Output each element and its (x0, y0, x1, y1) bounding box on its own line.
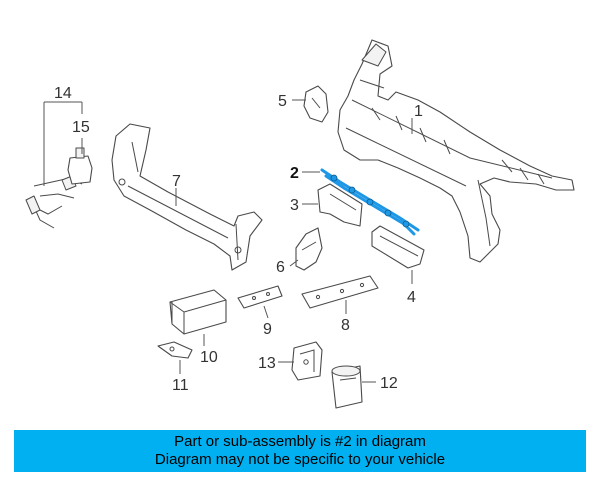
part-10-box-bracket[interactable] (169, 289, 227, 335)
callout-11: 11 (172, 377, 189, 394)
callout-12: 12 (380, 375, 398, 392)
callout-15: 15 (72, 119, 90, 136)
part-6-bracket[interactable] (295, 227, 323, 271)
banner-line-2: Diagram may not be specific to your vehi… (154, 451, 446, 468)
callout-9: 9 (263, 321, 272, 338)
part-4-bracket[interactable] (371, 225, 425, 269)
part-7-crossmember[interactable] (111, 123, 263, 271)
callout-14: 14 (54, 85, 72, 102)
callout-7: 7 (172, 173, 181, 190)
part-8-plate[interactable] (301, 275, 379, 309)
callout-labels: 1 2 3 4 5 6 7 8 9 10 11 12 13 14 15 (54, 85, 423, 394)
callout-2: 2 (290, 165, 299, 182)
part-2-bracket-highlighted[interactable] (320, 168, 420, 236)
info-banner: Part or sub-assembly is #2 in diagram Di… (14, 430, 586, 472)
part-13-latch-bracket[interactable] (291, 341, 323, 381)
callout-6: 6 (276, 259, 285, 276)
part-12-insulator[interactable] (331, 365, 363, 409)
callout-8: 8 (341, 317, 350, 334)
callout-4: 4 (407, 289, 416, 306)
callout-13: 13 (258, 355, 276, 372)
leader-lines (43, 99, 413, 383)
parts-diagram: 1 2 3 4 5 6 7 8 9 10 11 12 13 14 15 (25, 39, 575, 409)
part-11-mount[interactable] (157, 341, 193, 359)
part-15-connector[interactable] (67, 147, 93, 185)
part-1-radiator-support[interactable] (337, 39, 575, 263)
callout-5: 5 (278, 93, 287, 110)
part-14-wiring-harness[interactable] (25, 175, 83, 229)
callout-10: 10 (200, 349, 218, 366)
part-9-plate[interactable] (237, 285, 283, 309)
callout-1: 1 (414, 103, 423, 120)
callout-3: 3 (290, 197, 299, 214)
part-5-bracket[interactable] (303, 85, 329, 123)
banner-line-1: Part or sub-assembly is #2 in diagram (174, 433, 426, 450)
part-3-bracket[interactable] (317, 183, 363, 227)
